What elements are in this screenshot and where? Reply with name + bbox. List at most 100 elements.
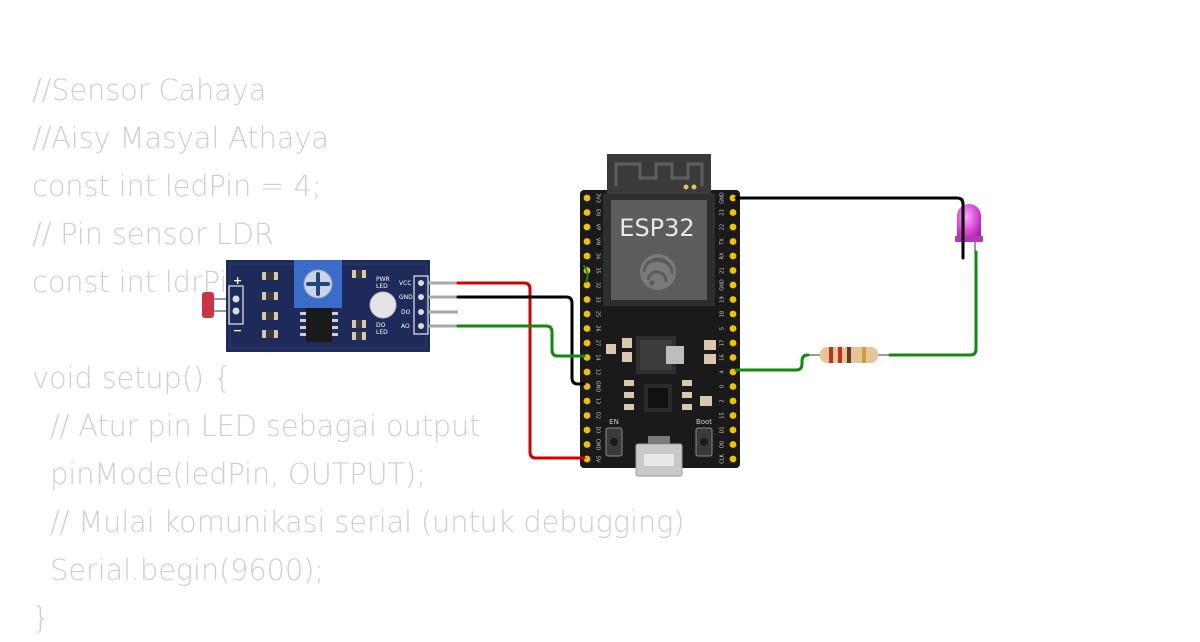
ldr-plus-label: + [233, 274, 242, 287]
esp32-pin-label: D1 [720, 426, 726, 433]
esp32-pin-hole[interactable] [729, 325, 737, 332]
esp32-pin-label: 14 [595, 354, 601, 360]
esp32-pin-hole[interactable] [583, 296, 591, 303]
comparator-chip [306, 308, 332, 342]
esp32-pin-hole[interactable] [729, 397, 737, 405]
esp32-pin-label: 35 [595, 267, 601, 273]
esp32-pin-label: TX [720, 238, 726, 246]
esp32-pin-hole[interactable] [583, 383, 591, 390]
esp32-pin-hole[interactable] [729, 310, 737, 318]
esp32-pin-label: GND [595, 381, 601, 393]
esp32-pin-hole[interactable] [729, 383, 737, 390]
esp32-pin-label: 17 [720, 340, 726, 346]
esp32-pin-hole[interactable] [583, 325, 591, 332]
code-line: Serial.begin(9600); [32, 553, 324, 587]
esp32-pin-hole[interactable] [729, 281, 737, 289]
esp32-pin-label: 23 [720, 209, 726, 215]
ldr-minus-label: − [233, 324, 242, 337]
wire-gnd-led[interactable] [734, 196, 965, 260]
esp32-pin-label: 21 [720, 267, 726, 273]
esp32-pin-hole[interactable] [729, 209, 737, 216]
esp32-pin-hole[interactable] [583, 209, 591, 216]
do-led-label-2: LED [376, 329, 388, 336]
do-led-label-1: DO [376, 322, 386, 329]
esp32-pin-label: 0 [720, 385, 726, 388]
ldr-sensor-module[interactable]: + − [202, 260, 458, 352]
esp32-pin-hole[interactable] [583, 252, 591, 260]
esp32-pin-label: D0 [720, 441, 726, 448]
esp32-board[interactable]: ESP32 EN B [580, 154, 740, 477]
boot-button-label: Boot [696, 418, 712, 426]
esp32-pin-hole[interactable] [583, 339, 591, 347]
esp32-pin-label: 2 [720, 399, 726, 402]
esp32-pin-hole[interactable] [729, 339, 737, 347]
esp32-pin-label: 3V3 [595, 193, 601, 203]
esp32-pin-hole[interactable] [583, 310, 591, 318]
esp32-pin-hole[interactable] [583, 397, 591, 405]
esp32-pin-hole[interactable] [729, 426, 737, 434]
esp32-pin-hole[interactable] [583, 368, 591, 376]
esp32-pin-label: CLK [720, 454, 726, 464]
code-line: //Aisy Masyal Athaya [32, 121, 329, 155]
code-line: pinMode(ledPin, OUTPUT); [32, 457, 426, 491]
pwr-led [369, 291, 397, 319]
esp32-pin-label: 19 [720, 296, 726, 302]
esp32-pin-label: VN [595, 238, 601, 245]
code-line: void setup() { [32, 361, 232, 395]
wire-ao-gpio[interactable] [456, 324, 586, 358]
esp32-pin-hole[interactable] [729, 296, 737, 303]
esp32-pin-hole[interactable] [583, 441, 591, 448]
esp32-pin-hole[interactable] [729, 223, 737, 231]
code-line: // Atur pin LED sebagai output [32, 409, 481, 443]
esp32-pin-label: 27 [595, 340, 601, 346]
esp32-pin-label: 34 [595, 253, 601, 259]
esp32-pin-hole[interactable] [729, 267, 737, 274]
esp32-pin-hole[interactable] [729, 194, 737, 202]
esp32-pin-label: VP [595, 224, 601, 230]
esp32-pin-hole[interactable] [729, 455, 737, 463]
resistor-component[interactable] [806, 347, 890, 363]
esp32-pin-hole[interactable] [729, 238, 737, 245]
esp32-pin-hole[interactable] [583, 426, 591, 434]
code-line: // Mulai komunikasi serial (untuk debugg… [32, 505, 685, 539]
esp32-pin-hole[interactable] [583, 223, 591, 231]
esp32-title: ESP32 [619, 214, 694, 242]
esp32-pin-label: 5 [720, 327, 726, 330]
esp32-pin-hole[interactable] [729, 412, 737, 419]
wire-vcc-5v[interactable] [456, 281, 586, 460]
code-line: const int ledPin = 4; [32, 169, 322, 203]
wire-gnd-gnd[interactable] [456, 295, 586, 386]
led-component[interactable] [955, 204, 983, 258]
esp32-pin-hole[interactable] [583, 412, 591, 419]
esp32-pin-label: RX [720, 252, 726, 259]
esp32-pin-label: 15 [720, 412, 726, 418]
esp32-pin-label: 4 [720, 370, 726, 373]
wire-gpio4-resistor[interactable] [734, 353, 810, 372]
wire-resistor-led[interactable] [888, 250, 978, 357]
esp32-left-header[interactable]: 3V3ENVPVN343532332526271412GND13D2D3CMD5… [583, 193, 601, 463]
esp32-pin-label: 25 [595, 311, 601, 317]
pwr-led-label-2: LED [376, 283, 388, 290]
esp32-pin-hole[interactable] [583, 281, 591, 289]
code-line: } [32, 601, 51, 635]
esp32-pin-label: CMD [595, 439, 601, 451]
en-button-label: EN [609, 418, 619, 426]
esp32-pin-label: D3 [595, 426, 601, 433]
esp32-pin-hole[interactable] [583, 238, 591, 245]
esp32-pin-hole[interactable] [729, 354, 737, 361]
esp32-pin-label: 22 [720, 224, 726, 230]
esp32-pin-hole[interactable] [583, 194, 591, 202]
esp32-pin-label: 16 [720, 354, 726, 360]
esp32-pin-label: 26 [595, 325, 601, 331]
esp32-pin-hole[interactable] [729, 252, 737, 260]
ldr-pin-gnd: GND [399, 294, 413, 301]
ldr-pin-do: DO [401, 309, 411, 316]
ldr-pin-ao: AO [401, 323, 410, 330]
esp32-pin-hole[interactable] [729, 441, 737, 448]
photoresistor[interactable] [202, 292, 214, 318]
code-line: // Pin sensor LDR [32, 217, 274, 251]
pwr-led-label-1: PWR [376, 276, 390, 283]
